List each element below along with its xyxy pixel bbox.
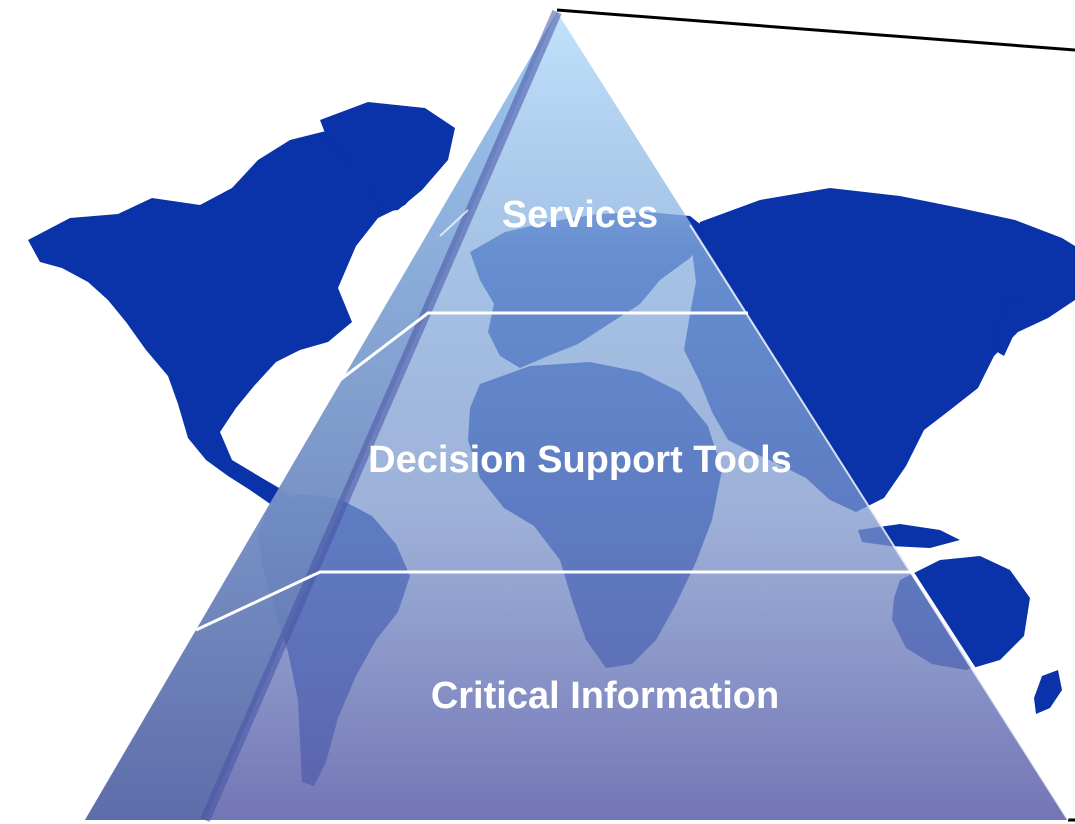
tier-label-decision-support: Decision Support Tools [368,439,792,481]
tier-label-services: Services [502,194,658,236]
pyramid-right-edge [689,224,1069,821]
pyramid-side-facet [85,12,557,820]
north-america-shape [28,128,432,508]
pyramid-right-ray [910,571,987,686]
tier-divider-upper [339,311,748,382]
new-zealand-shape [1034,670,1062,714]
tier-label-critical-information: Critical Information [431,675,779,717]
japan-shape [994,296,1020,356]
greenland-shape [320,102,455,212]
pyramid-body [85,12,1068,820]
pyramid-edge [200,10,562,822]
facet-divider [439,209,469,237]
perspective-line [556,8,1075,52]
tier-divider-lower [195,570,912,632]
